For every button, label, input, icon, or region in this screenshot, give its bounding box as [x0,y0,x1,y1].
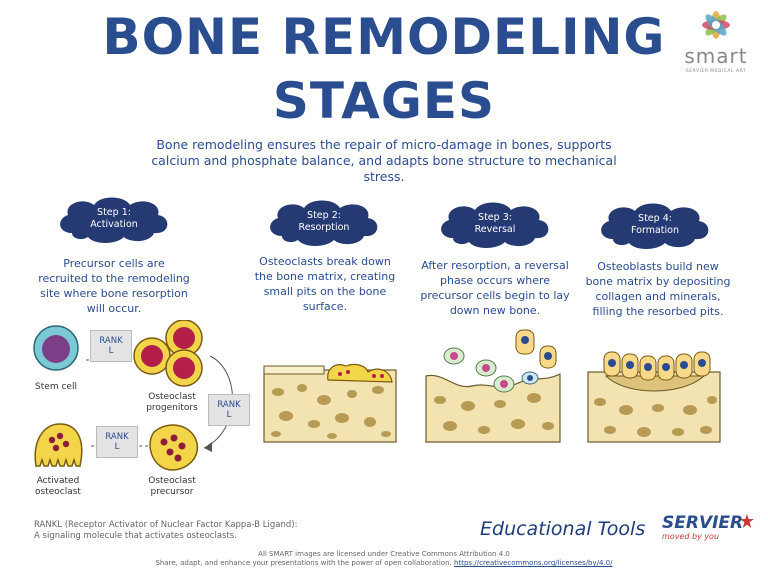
step-1-badge: Step 1: Activation [54,193,174,245]
step-1-name: Activation [90,219,138,230]
license-link[interactable]: https://creativecommons.org/licenses/by/… [454,559,613,567]
cloud-shape [270,200,378,246]
osteoclast-progenitors-icon [133,320,203,387]
rankl-label: RANK [217,400,241,410]
page-title-line2: STAGES [272,72,496,130]
servier-tagline: moved by you [662,532,720,541]
activation-cycle-illustration [33,320,233,471]
osteoblasts-icon [603,351,711,381]
license-line2: Share, adapt, and enhance your presentat… [0,559,768,568]
step-4-description: Osteoblasts build new bone matrix by dep… [585,260,731,318]
servier-logo-text: SERVIER [662,513,744,533]
smart-logo-subtext: SERVIER MEDICAL ART [685,69,747,74]
step-4-badge: Step 4: Formation [595,199,715,251]
rankl-box-2: RANK L [208,394,250,426]
educational-tools-label: Educational Tools [480,518,646,540]
stem-cell-label: Stem cell [35,382,77,392]
license-line1: All SMART images are licensed under Crea… [258,550,510,558]
rankl-footnote-line1: RANKL (Receptor Activator of Nuclear Fac… [34,520,298,530]
rankl-box-1: RANK L [90,330,132,362]
rankl-label: RANK [99,336,123,346]
step-2-description: Osteoclasts break down the bone matrix, … [254,255,396,313]
intro-text: Bone remodeling ensures the repair of mi… [151,137,617,184]
step-4-name: Formation [631,225,679,236]
page-title-line1: BONE REMODELING [102,8,666,66]
cloud-shape [601,203,709,249]
smart-logo: smart SERVIER MEDICAL ART [676,8,756,76]
smart-logo-icon [702,11,730,39]
step-2-badge: Step 2: Resorption [264,196,384,248]
cloud-shape [60,197,168,243]
step-1-number: Step 1: [97,207,131,218]
step-3-number: Step 3: [478,212,512,223]
step-3-description: After resorption, a reversal phase occur… [420,259,570,317]
precursor-cells-icon [443,347,539,393]
rankl-footnote-line2: A signaling molecule that activates oste… [34,531,237,541]
osteoclast-icon [327,363,393,383]
resorption-bone-illustration [263,363,397,443]
step-2-name: Resorption [298,222,350,233]
rankl-label: L [114,442,120,452]
rankl-box-3: RANK L [96,426,138,458]
formation-bone-illustration [587,351,721,443]
arrow-head [204,442,212,452]
step-2-number: Step 2: [307,210,341,221]
reversal-bone-illustration [425,329,561,443]
rankl-label: L [108,346,114,356]
osteoclast-precursor-icon [149,424,199,471]
cloud-shape [441,202,549,248]
rankl-label: L [226,410,232,420]
smart-logo-text: smart [684,44,748,68]
rankl-footnote: RANKL (Receptor Activator of Nuclear Fac… [34,520,354,542]
activated-osteoclast-icon [34,423,83,467]
step-1-description: Precursor cells are recruited to the rem… [38,257,190,315]
license-text: Share, adapt, and enhance your presentat… [155,559,452,567]
rankl-label: RANK [105,432,129,442]
osteoblast-icon [515,329,557,369]
step-4-number: Step 4: [638,213,672,224]
step-3-badge: Step 3: Reversal [435,198,555,250]
stem-cell-icon [33,325,79,371]
servier-star-icon [740,514,754,528]
step-3-name: Reversal [474,224,516,235]
